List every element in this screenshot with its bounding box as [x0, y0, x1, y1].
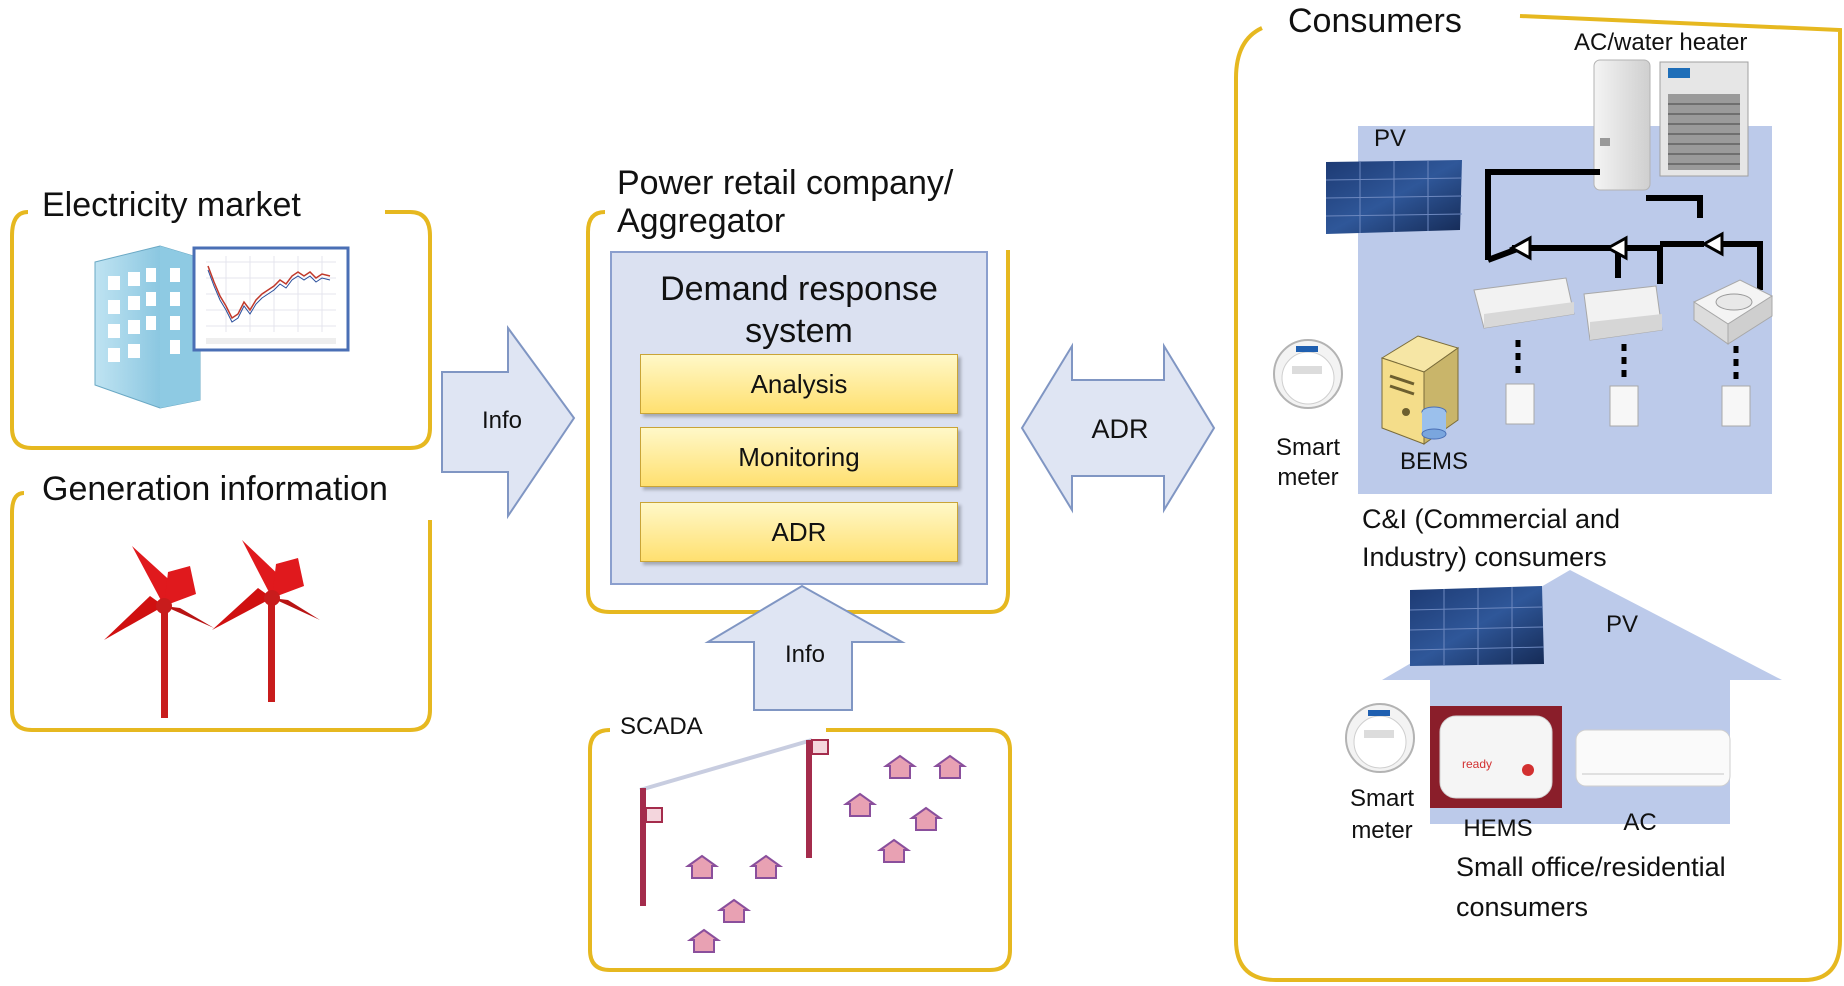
wall-ac-unit-icon: [1575, 729, 1731, 787]
demand-response-system-title-line1: Demand response: [660, 270, 938, 308]
wind-turbine-icon: [104, 546, 214, 718]
aggregator-title-line2: Aggregator: [617, 202, 785, 240]
electricity-market-frame: [10, 210, 432, 450]
solar-panel-icon: [1409, 586, 1545, 666]
scada-title: SCADA: [620, 713, 703, 740]
wall-controller-icon: [1609, 385, 1639, 427]
indoor-ac-unit-icon: [1473, 277, 1575, 329]
office-building-icon: [94, 245, 201, 409]
smart-meter-icon: [1345, 703, 1415, 773]
ac-label: AC: [1623, 809, 1656, 836]
info-arrow-up: [704, 584, 906, 711]
market-price-chart-icon: [192, 246, 350, 352]
wall-controller-icon: [1505, 383, 1535, 425]
scada-frame: [588, 728, 1012, 972]
smart-meter-top-line2: meter: [1277, 464, 1338, 491]
outdoor-ac-unit-icon: [1659, 61, 1749, 177]
ac-water-heater-label: AC/water heater: [1574, 29, 1747, 56]
pv-top-label: PV: [1374, 125, 1406, 152]
transmission-tower-icon: [639, 738, 829, 906]
consumers-frame: [1234, 14, 1842, 982]
aggregator-title-line1: Power retail company/: [617, 164, 954, 202]
control-wire-lines: [1515, 340, 1739, 380]
cassette-ac-unit-icon: [1692, 279, 1774, 345]
ci-consumers-line2: Industry) consumers: [1362, 542, 1607, 572]
hems-device-icon: [1430, 706, 1562, 808]
smart-meter-bottom-line2: meter: [1351, 817, 1412, 844]
analysis-module: Analysis: [640, 354, 958, 414]
small-office-line1: Small office/residential: [1456, 852, 1726, 882]
info-arrow-right-label: Info: [482, 407, 522, 434]
smart-meter-bottom-line1: Smart: [1350, 785, 1414, 812]
hems-device-brand-text: ready: [1462, 757, 1492, 771]
adr-arrow-label: ADR: [1091, 414, 1148, 444]
adr-double-arrow: [1020, 342, 1216, 514]
demand-response-system-title-line2: system: [745, 312, 853, 350]
info-arrow-up-label: Info: [785, 641, 825, 668]
indoor-ac-unit-icon: [1583, 285, 1663, 341]
small-office-line2: consumers: [1456, 892, 1588, 922]
info-arrow-right: [441, 324, 576, 520]
consumers-title: Consumers: [1288, 2, 1462, 40]
analysis-module-label: Analysis: [750, 368, 848, 399]
bems-label: BEMS: [1400, 448, 1468, 475]
flow-arrow-icon: [1508, 231, 1724, 261]
adr-module-label: ADR: [771, 516, 827, 547]
monitoring-module-label: Monitoring: [738, 441, 860, 472]
solar-panel-icon: [1325, 160, 1463, 234]
aggregator-frame: [586, 210, 1010, 614]
monitoring-module: Monitoring: [640, 427, 958, 487]
pv-house-label: PV: [1606, 611, 1638, 638]
adr-module: ADR: [640, 502, 958, 562]
bems-server-icon: [1380, 335, 1460, 445]
smart-meter-top-line1: Smart: [1276, 434, 1340, 461]
house-icon: [684, 754, 968, 953]
water-heater-icon: [1593, 59, 1651, 191]
hems-label: HEMS: [1463, 815, 1532, 842]
generation-information-title: Generation information: [42, 470, 388, 508]
ci-consumers-line1: C&I (Commercial and: [1362, 504, 1620, 534]
wind-turbine-icon: [212, 540, 320, 702]
generation-information-frame: [10, 491, 432, 732]
wall-controller-icon: [1721, 385, 1751, 427]
smart-meter-icon: [1273, 339, 1343, 409]
electricity-market-title: Electricity market: [42, 186, 301, 224]
